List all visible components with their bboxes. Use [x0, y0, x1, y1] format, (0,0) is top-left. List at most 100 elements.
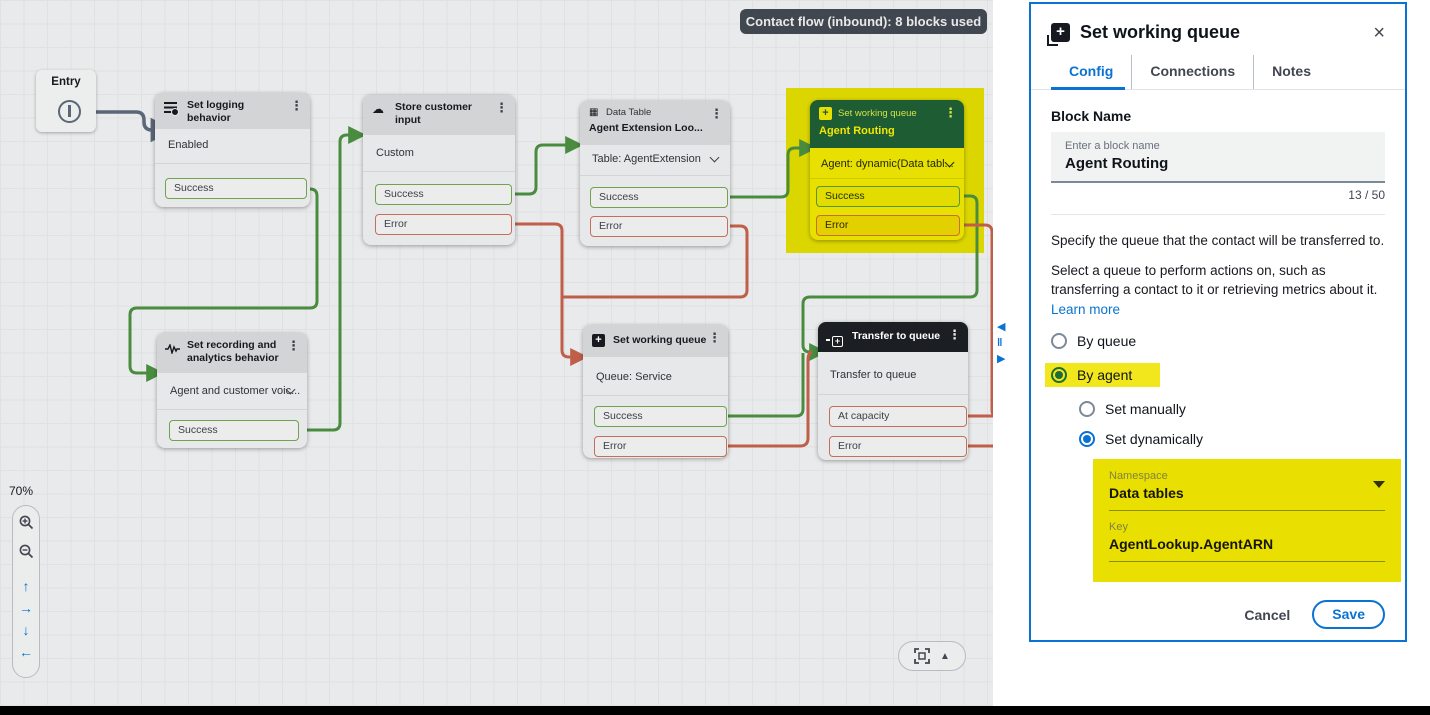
- flow-block-set-working-queue[interactable]: + Set working queue ⋮ Queue: Service Suc…: [583, 325, 728, 458]
- character-counter: 13 / 50: [1348, 188, 1385, 202]
- connector-datatable-success: [728, 139, 818, 199]
- block-menu-icon[interactable]: ⋮: [287, 338, 300, 353]
- zoom-in-icon[interactable]: [19, 515, 34, 530]
- block-body-text: Agent: dynamic(Data tabl...: [821, 158, 954, 170]
- set-working-queue-icon: +: [592, 334, 605, 347]
- block-menu-icon[interactable]: ⋮: [710, 106, 723, 121]
- port-success[interactable]: Success: [590, 187, 728, 208]
- block-menu-icon[interactable]: ⋮: [944, 105, 957, 120]
- radio-row-set-manually: Set manually: [1079, 401, 1385, 418]
- resize-handle-icon[interactable]: ‖: [997, 337, 1003, 349]
- block-body-text: Transfer to queue: [830, 369, 917, 381]
- collapse-left-icon[interactable]: ◀: [997, 321, 1006, 333]
- namespace-select[interactable]: Data tables: [1109, 485, 1385, 512]
- radio-set-manually[interactable]: [1079, 401, 1095, 418]
- dropdown-caret-icon[interactable]: [1373, 481, 1385, 489]
- by-agent-highlight: By agent: [1045, 363, 1161, 388]
- learn-more-link[interactable]: Learn more: [1051, 301, 1121, 317]
- chevron-down-icon[interactable]: [709, 152, 720, 163]
- key-input[interactable]: AgentLookup.AgentARN: [1109, 536, 1385, 563]
- set-working-queue-icon: +: [819, 107, 832, 120]
- waveform-icon: [165, 344, 180, 354]
- panel-title: Set working queue: [1080, 22, 1241, 42]
- fit-to-screen-icon[interactable]: [914, 648, 930, 664]
- flow-block-set-logging-behavior[interactable]: Set logging behavior ⋮ Enabled Success: [155, 93, 310, 207]
- radio-row-by-agent: By agent: [1045, 363, 1385, 388]
- entry-node[interactable]: Entry: [36, 70, 96, 132]
- radio-row-by-queue: By queue: [1051, 333, 1385, 350]
- store-customer-input-icon: ☁: [372, 102, 384, 116]
- flow-block-agent-routing[interactable]: + Set working queue Agent Routing ⋮ Agen…: [810, 100, 964, 240]
- zoom-out-icon[interactable]: [19, 544, 34, 559]
- block-menu-icon[interactable]: ⋮: [948, 327, 961, 342]
- entry-label: Entry: [51, 76, 81, 88]
- tab-config[interactable]: Config: [1051, 55, 1131, 90]
- connector-swq-error: [727, 350, 813, 448]
- blocks-used-badge: Contact flow (inbound): 8 blocks used: [740, 9, 987, 34]
- collapse-right-icon[interactable]: ▶: [997, 353, 1006, 365]
- connector-store-success: [512, 136, 584, 196]
- pan-left-icon[interactable]: ←: [19, 644, 33, 660]
- canvas-fit-controls: ▲: [898, 641, 966, 671]
- transfer-to-queue-icon: +: [826, 331, 843, 349]
- flow-block-transfer-to-queue[interactable]: + Transfer to queue ⋮ Transfer to queue …: [818, 322, 968, 460]
- tab-notes[interactable]: Notes: [1253, 55, 1329, 89]
- pan-up-icon[interactable]: ↑: [22, 578, 30, 594]
- radio-by-queue[interactable]: [1051, 333, 1067, 350]
- flow-block-set-recording[interactable]: Set recording and analytics behavior ⋮ A…: [157, 333, 307, 448]
- connector-entry-to-logging: [82, 110, 176, 143]
- port-error[interactable]: Error: [816, 215, 960, 236]
- radio-row-set-dynamically: Set dynamically: [1079, 431, 1385, 448]
- radio-by-agent[interactable]: [1051, 367, 1067, 384]
- flow-block-data-table[interactable]: ▦ Data Table Agent Extension Loo... ⋮ Ta…: [580, 101, 730, 246]
- close-icon[interactable]: ×: [1373, 21, 1385, 44]
- zoom-level: 70%: [9, 484, 34, 498]
- block-menu-icon[interactable]: ⋮: [708, 330, 721, 345]
- port-success[interactable]: Success: [165, 178, 307, 199]
- block-name-input[interactable]: Enter a block name Agent Routing: [1051, 132, 1385, 183]
- port-at-capacity[interactable]: At capacity: [829, 406, 967, 427]
- port-success[interactable]: Success: [375, 184, 512, 205]
- connector-store-error: [512, 222, 589, 366]
- block-menu-icon[interactable]: ⋮: [495, 100, 508, 115]
- radio-set-dynamically[interactable]: [1079, 431, 1095, 448]
- block-body-text: Enabled: [168, 139, 209, 151]
- port-error[interactable]: Error: [590, 216, 728, 237]
- block-menu-icon[interactable]: ⋮: [290, 98, 303, 113]
- tab-connections[interactable]: Connections: [1131, 55, 1253, 89]
- block-body-text: Table: AgentExtension: [592, 153, 701, 165]
- port-error[interactable]: Error: [375, 214, 512, 235]
- entry-point-icon: [58, 100, 81, 123]
- taskbar-strip: [0, 706, 1430, 715]
- block-config-panel: + Set working queue × Config Connections…: [1029, 2, 1407, 642]
- connector-recording-success: [299, 126, 367, 432]
- pan-down-icon[interactable]: ↓: [22, 622, 30, 638]
- set-working-queue-icon: +: [1047, 23, 1070, 46]
- description-secondary: Select a queue to perform actions on, su…: [1051, 262, 1378, 317]
- block-name-label: Block Name: [1051, 108, 1132, 124]
- port-error[interactable]: Error: [829, 436, 967, 457]
- block-name-placeholder: Enter a block name: [1065, 140, 1160, 152]
- block-body-text: Custom: [376, 147, 414, 159]
- key-label: Key: [1109, 521, 1128, 534]
- pan-right-icon[interactable]: →: [19, 600, 33, 616]
- flow-canvas[interactable]: Contact flow (inbound): 8 blocks used: [0, 0, 993, 706]
- port-success[interactable]: Success: [816, 186, 960, 207]
- cancel-button[interactable]: Cancel: [1244, 606, 1291, 623]
- canvas-controls: ↑ → ↓ ←: [12, 505, 40, 678]
- description-primary: Specify the queue that the contact will …: [1051, 233, 1385, 248]
- connector-agentrouting-success: [801, 194, 979, 361]
- flow-block-store-customer-input[interactable]: ☁ Store customer input ⋮ Custom Success …: [363, 95, 515, 245]
- collapse-toolbar-icon[interactable]: ▲: [940, 650, 950, 662]
- save-button[interactable]: Save: [1312, 600, 1385, 630]
- connector-datatable-error: [562, 224, 749, 299]
- port-success[interactable]: Success: [594, 406, 727, 427]
- connector-swq-success: [727, 353, 805, 418]
- connector-logging-success: [128, 187, 319, 382]
- port-error[interactable]: Error: [594, 436, 727, 457]
- panel-tabs: Config Connections Notes: [1031, 55, 1405, 90]
- data-table-icon: ▦: [589, 107, 599, 118]
- port-success[interactable]: Success: [169, 420, 299, 441]
- flow-connectors: [82, 110, 993, 448]
